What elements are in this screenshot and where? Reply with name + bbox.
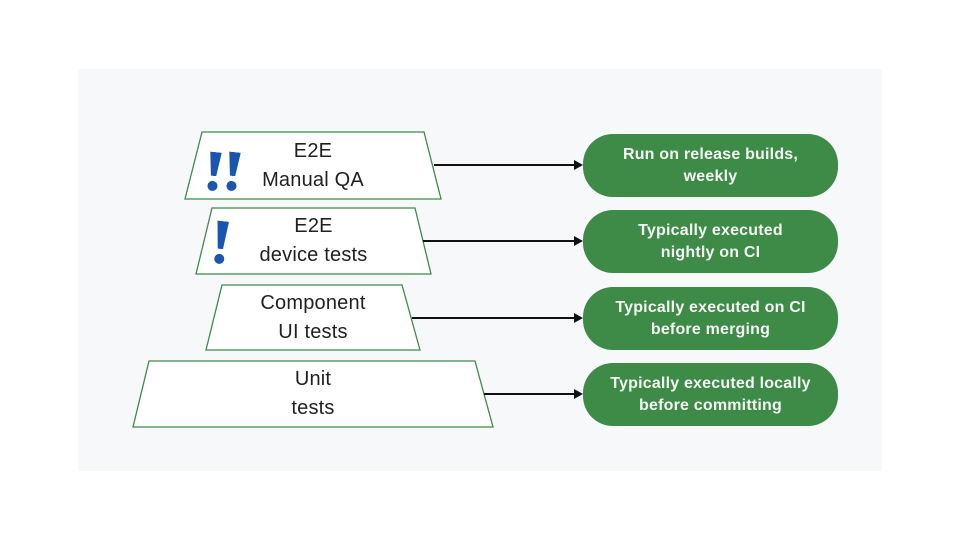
exclamation-mark: [206, 151, 222, 192]
pill-level4: Typically executed locally before commit…: [583, 363, 838, 426]
trapezoid-label-line1: E2E: [293, 139, 333, 162]
double-exclamation-icon: [206, 151, 241, 192]
trapezoid-shape: [184, 131, 442, 200]
trapezoid-label-line1: E2E: [294, 215, 333, 237]
trapezoid-label: Component UI tests: [205, 284, 421, 351]
pill-text-line2: before committing: [639, 396, 782, 414]
pill-text-line1: Typically executed on CI: [615, 298, 806, 316]
pill-text-line2: before merging: [650, 320, 771, 338]
trapezoid-e2e-device-tests: E2E device tests: [195, 207, 432, 275]
arrow-level1: [434, 160, 583, 170]
trapezoid-label-line2: device tests: [259, 244, 368, 266]
pill-text-line2: nightly on CI: [660, 243, 761, 261]
pill-text-line1: Run on release builds,: [622, 145, 799, 163]
trapezoid-shape: [132, 360, 494, 428]
exclamation-icon: [213, 220, 229, 265]
pill-level1: Run on release builds, weekly: [583, 134, 838, 197]
trapezoid-label: E2E Manual QA: [184, 131, 442, 200]
exclamation-mark: [225, 151, 241, 192]
trapezoid-shape: [205, 284, 421, 351]
trapezoid-label-line1: Unit: [294, 368, 332, 390]
trapezoid-label: Unit tests: [132, 360, 494, 428]
arrow-level4: [484, 389, 583, 399]
pill-text-line1: Typically executed: [638, 221, 783, 239]
pill-level2: Typically executed nightly on CI: [583, 210, 838, 273]
trapezoid-unit-tests: Unit tests: [132, 360, 494, 428]
pill-text-line2: weekly: [683, 167, 738, 185]
pill-text-line1: Typically executed locally: [610, 374, 811, 392]
trapezoid-label-line1: Component: [260, 291, 366, 314]
trapezoid-component-ui-tests: Component UI tests: [205, 284, 421, 351]
trapezoid-label-line2: UI tests: [278, 320, 348, 343]
trapezoid-e2e-manual-qa: E2E Manual QA: [184, 131, 442, 200]
trapezoid-label: E2E device tests: [195, 207, 432, 275]
arrow-level2: [423, 236, 583, 246]
arrow-level3: [412, 313, 583, 323]
trapezoid-label-line2: tests: [291, 397, 335, 419]
pill-level3: Typically executed on CI before merging: [583, 287, 838, 350]
trapezoid-label-line2: Manual QA: [262, 168, 364, 191]
trapezoid-shape: [195, 207, 432, 275]
exclamation-mark: [213, 220, 229, 265]
